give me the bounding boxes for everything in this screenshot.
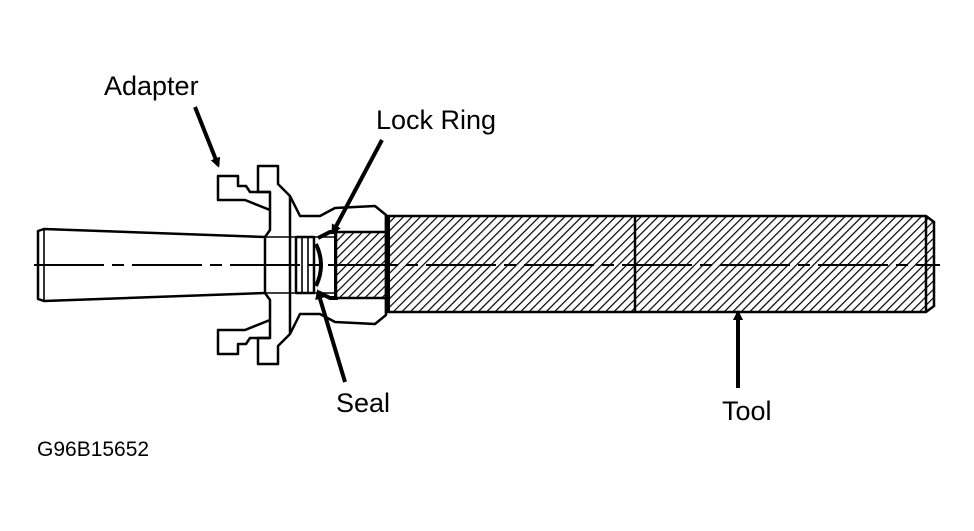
adapter-label: Adapter [104,71,199,101]
seal-label: Seal [336,388,390,418]
seal-arrow [315,289,347,383]
lock-ring-label: Lock Ring [376,105,496,135]
seal [314,243,323,287]
lock-ring-arrow [331,139,384,235]
tool-label: Tool [722,396,772,426]
figure-code: G96B15652 [37,438,149,461]
adapter-arrow [193,106,221,168]
